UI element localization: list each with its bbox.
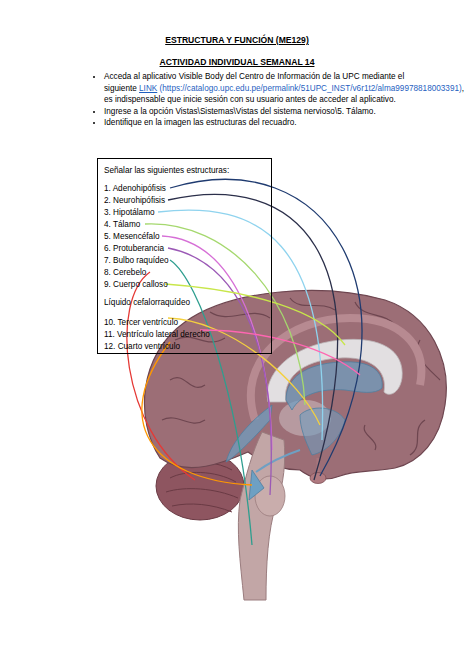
url-text: (https://catalogo.upc.edu.pe/permalink/5… [160,84,462,93]
lateral-ventricle-shape [286,362,382,410]
list-item: 10. Tercer ventrículo [104,317,265,329]
list-item: 4. Tálamo [104,219,265,231]
instruction-text: Identifique en la imagen las estructuras… [104,118,297,127]
list-box: Señalar las siguientes estructuras: 1. Ad… [97,158,272,354]
cerebrum-shape [144,291,446,479]
page-title: ESTRUCTURA Y FUNCIÓN (ME129) [165,35,309,45]
cingulate-gyrus [251,318,422,420]
leader-line [170,179,362,476]
instruction-item: Acceda al aplicativo Visible Body del Ce… [104,71,440,106]
leader-line [142,342,252,485]
link-text: LINK [139,84,157,93]
list-item: 9. Cuerpo calloso [104,279,265,291]
cerebellum-folia [166,463,238,512]
brainstem-shape [238,432,284,600]
leader-line [168,248,271,495]
subtitle-area: ACTIVIDAD INDIVIDUAL SEMANAL 14 [0,57,474,67]
instruction-list: Acceda al aplicativo Visible Body del Ce… [88,71,440,129]
list-item: 12. Cuarto ventrículo [104,341,265,353]
list-item: 6. Protuberancia [104,243,265,255]
instruction-item: Ingrese a la opción Vistas\Sistemas\Vist… [104,106,440,118]
instruction-item: Identifique en la imagen las estructuras… [104,117,440,129]
list-item: 2. Neurohipófisis [104,195,265,207]
leader-line [200,330,360,375]
list-item: Líquido cefalorraquídeo [104,297,265,309]
list-item: 5. Mesencéfalo [104,231,265,243]
list-item: 7. Bulbo raquídeo [104,255,265,267]
pituitary-shape [310,473,326,484]
list-item: 1. Adenohipófisis [104,183,265,195]
third-ventricle-shape [300,408,345,455]
list-item: 11. Ventrículo lateral derecho [104,329,265,341]
list-item: 3. Hipotálamo [104,207,265,219]
inferior-horn-shape [226,405,272,462]
list-item: 8. Cerebelo [104,267,265,279]
leader-line [158,210,323,440]
title-area: ESTRUCTURA Y FUNCIÓN (ME129) [0,35,474,45]
fourth-ventricle-shape [249,470,264,500]
cerebral-aqueduct [256,450,300,472]
leader-line [145,224,305,405]
instruction-text: Ingrese a la opción Vistas\Sistemas\Vist… [104,107,376,116]
activity-heading: ACTIVIDAD INDIVIDUAL SEMANAL 14 [160,57,315,67]
pituitary-stalk [317,458,320,472]
gyri-lines [162,298,440,455]
box-heading: Señalar las siguientes estructuras: [104,165,265,177]
